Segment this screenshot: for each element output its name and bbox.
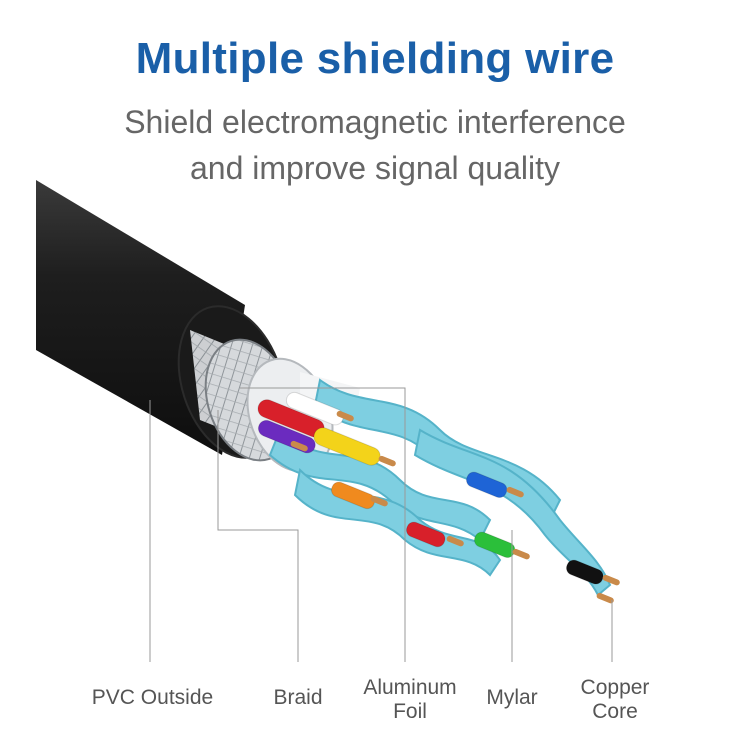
inner-wires (257, 391, 604, 585)
subtitle-line-2: and improve signal quality (190, 150, 560, 186)
label-braid: Braid (273, 686, 323, 709)
label-aluminum-foil: Aluminum Foil (363, 676, 457, 723)
label-pvc-outside: PVC Outside (91, 686, 214, 709)
label-copper-core: Copper Core (580, 676, 650, 723)
copper-tips (290, 410, 620, 604)
subtitle-line-1: Shield electromagnetic interference (124, 104, 626, 140)
leader-lines (149, 387, 613, 662)
label-mylar: Mylar (486, 686, 538, 709)
page-title: Multiple shielding wire (135, 34, 615, 83)
